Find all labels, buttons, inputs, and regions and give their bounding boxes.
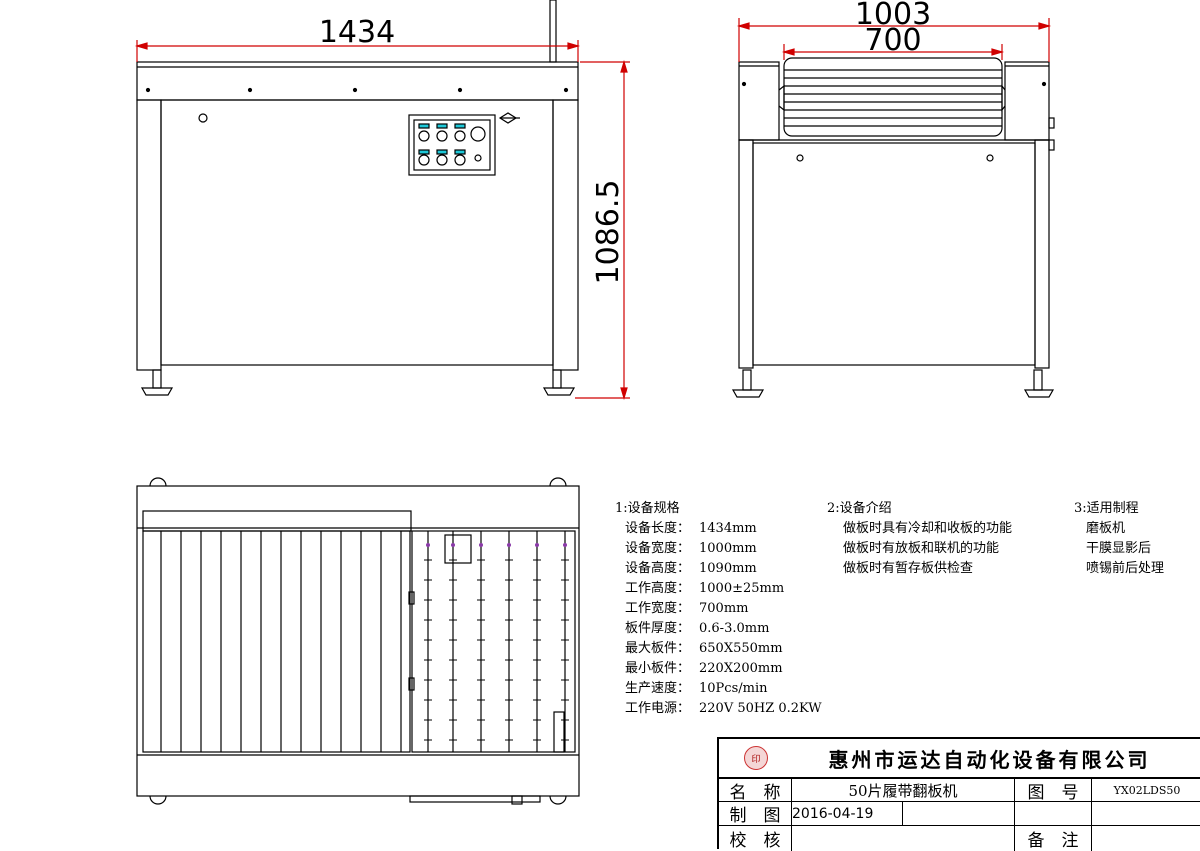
side-view xyxy=(731,57,1055,398)
spec-row: 工作高度： 1000±25mm xyxy=(625,579,822,599)
spec-value: 1000±25mm xyxy=(699,581,785,596)
spec-row: 设备宽度： 1000mm xyxy=(625,539,822,559)
spec-label: 板件厚度： xyxy=(625,621,691,636)
process-item: 磨板机 xyxy=(1086,521,1126,536)
top-view xyxy=(136,477,580,805)
spec-value: 1090mm xyxy=(699,561,757,576)
intro-heading: 2:设备介绍 xyxy=(827,501,892,516)
intro-item: 做板时具有冷却和收板的功能 xyxy=(843,521,1013,536)
remark-label: 备 注 xyxy=(1027,831,1079,851)
spec-row: 设备长度： 1434mm xyxy=(625,519,822,539)
spec-value: 1000mm xyxy=(699,541,757,556)
specs-notes: 1:设备规格 设备长度： 1434mm 设备宽度： 1000mm 设备高度： 1090… xyxy=(615,499,822,719)
dim-front-width: 1434 xyxy=(319,15,395,50)
check-label: 校 核 xyxy=(729,831,781,851)
spec-value: 10Pcs/min xyxy=(699,681,768,696)
spec-value: 0.6-3.0mm xyxy=(699,621,770,636)
spec-row: 工作电源： 220V 50HZ 0.2KW xyxy=(625,699,822,719)
spec-label: 最大板件： xyxy=(625,641,691,656)
name-label: 名 称 xyxy=(729,782,781,803)
dim-work-width: 700 xyxy=(864,23,921,58)
dim-side-width: 1003 xyxy=(855,0,931,32)
drawing-no-value: YX02LDS50 xyxy=(1113,783,1181,797)
spec-value: 1434mm xyxy=(699,521,757,536)
company-seal: 印 xyxy=(744,746,768,770)
spec-value: 220X200mm xyxy=(699,661,783,676)
company-name: 惠州市运达自动化设备有限公司 xyxy=(828,747,1151,772)
front-view xyxy=(136,0,579,396)
spec-label: 设备长度： xyxy=(625,521,691,536)
spec-row: 生产速度： 10Pcs/min xyxy=(625,679,822,699)
title-block: 印 惠州市运达自动化设备有限公司 名 称 50片履带翻板机 图 号 YX02LD… xyxy=(717,737,1200,851)
spec-row: 工作宽度： 700mm xyxy=(625,599,822,619)
process-notes: 3:适用制程 磨板机 干膜显影后 喷锡前后处理 xyxy=(1074,499,1164,579)
intro-item: 做板时有放板和联机的功能 xyxy=(843,541,1000,556)
drawn-date: 2016-04-19 xyxy=(792,805,874,822)
spec-label: 工作电源： xyxy=(625,701,691,716)
spec-label: 生产速度： xyxy=(625,681,691,696)
spec-row: 设备高度： 1090mm xyxy=(625,559,822,579)
spec-label: 最小板件： xyxy=(625,661,691,676)
process-item: 喷锡前后处理 xyxy=(1086,561,1165,576)
name-value: 50片履带翻板机 xyxy=(848,781,958,800)
spec-label: 设备宽度： xyxy=(625,541,691,556)
spec-label: 工作宽度： xyxy=(625,601,691,616)
control-panel xyxy=(408,114,496,176)
spec-value: 700mm xyxy=(699,601,749,616)
intro-item: 做板时有暂存板供检查 xyxy=(843,561,974,576)
spec-label: 设备高度： xyxy=(625,561,691,576)
spec-row: 板件厚度： 0.6-3.0mm xyxy=(625,619,822,639)
dim-front-height: 1086.5 xyxy=(591,180,626,285)
drawn-label: 制 图 xyxy=(729,806,781,826)
process-heading: 3:适用制程 xyxy=(1074,501,1139,516)
spec-value: 220V 50HZ 0.2KW xyxy=(699,701,822,716)
process-item: 干膜显影后 xyxy=(1086,541,1152,556)
spec-row: 最大板件： 650X550mm xyxy=(625,639,822,659)
specs-heading: 1:设备规格 xyxy=(615,501,680,516)
intro-notes: 2:设备介绍 做板时具有冷却和收板的功能 做板时有放板和联机的功能 做板时有暂存… xyxy=(827,499,1012,579)
spec-row: 最小板件： 220X200mm xyxy=(625,659,822,679)
drawing-no-label: 图 号 xyxy=(1027,782,1079,803)
spec-label: 工作高度： xyxy=(625,581,691,596)
spec-value: 650X550mm xyxy=(699,641,783,656)
